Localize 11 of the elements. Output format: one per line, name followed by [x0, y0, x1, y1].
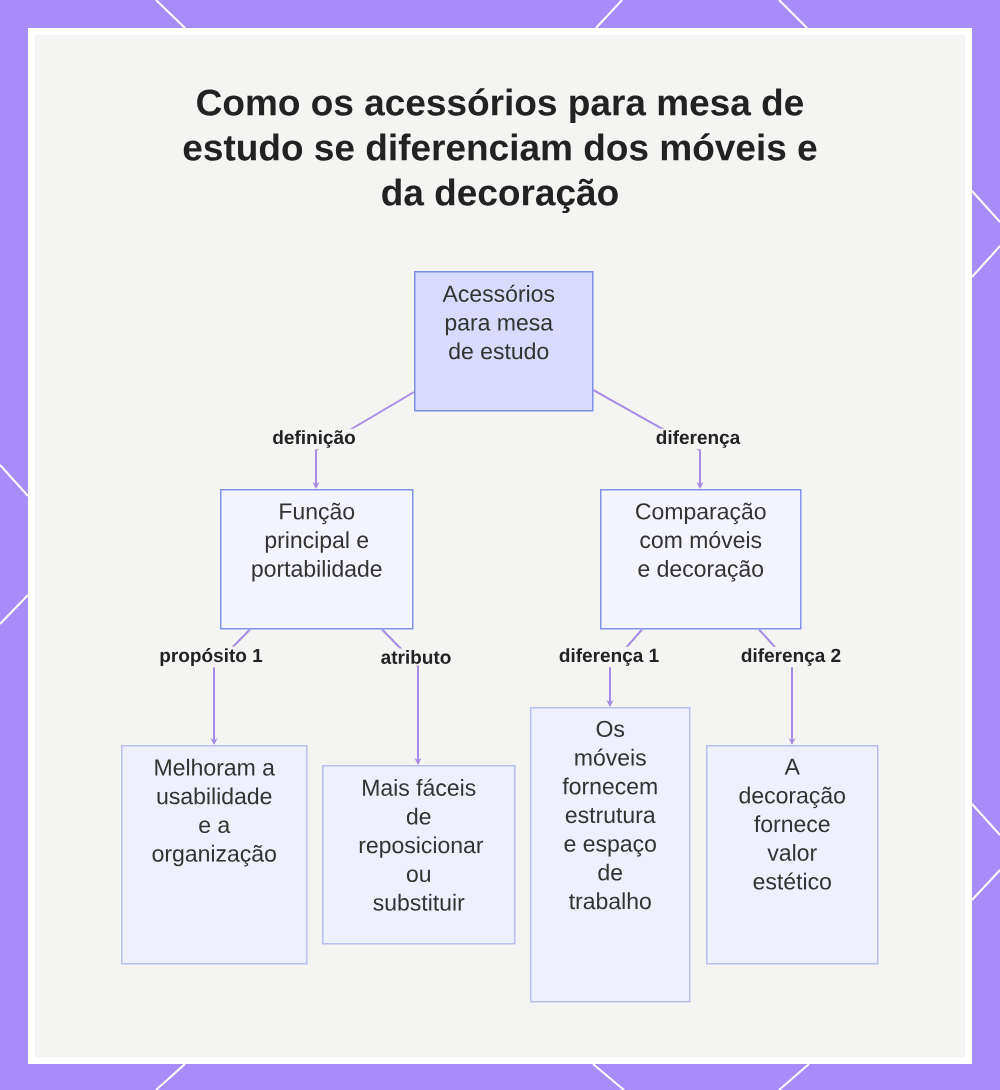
concept-box: Acessórios para mesa de estudo — [414, 271, 594, 412]
concept-box: Mais fáceis de reposicionar ou substituir — [322, 765, 516, 945]
concept-box: Os móveis fornecem estrutura e espaço de trabalho — [530, 707, 691, 1003]
edge-label: diferença 1 — [557, 646, 661, 668]
edge-label: diferença 2 — [739, 646, 843, 668]
concept-box: A decoração fornece valor estético — [706, 745, 879, 965]
concept-box: Comparação com móveis e decoração — [600, 489, 802, 630]
title: Como os acessórios para mesa de estudo se diferenciam dos móveis e da decoração — [183, 88, 817, 214]
concept-box: Função principal e portabilidade — [220, 489, 414, 630]
concept-box: Melhoram a usabilidade e a organização — [121, 745, 308, 965]
edge-label: diferença — [654, 428, 742, 450]
